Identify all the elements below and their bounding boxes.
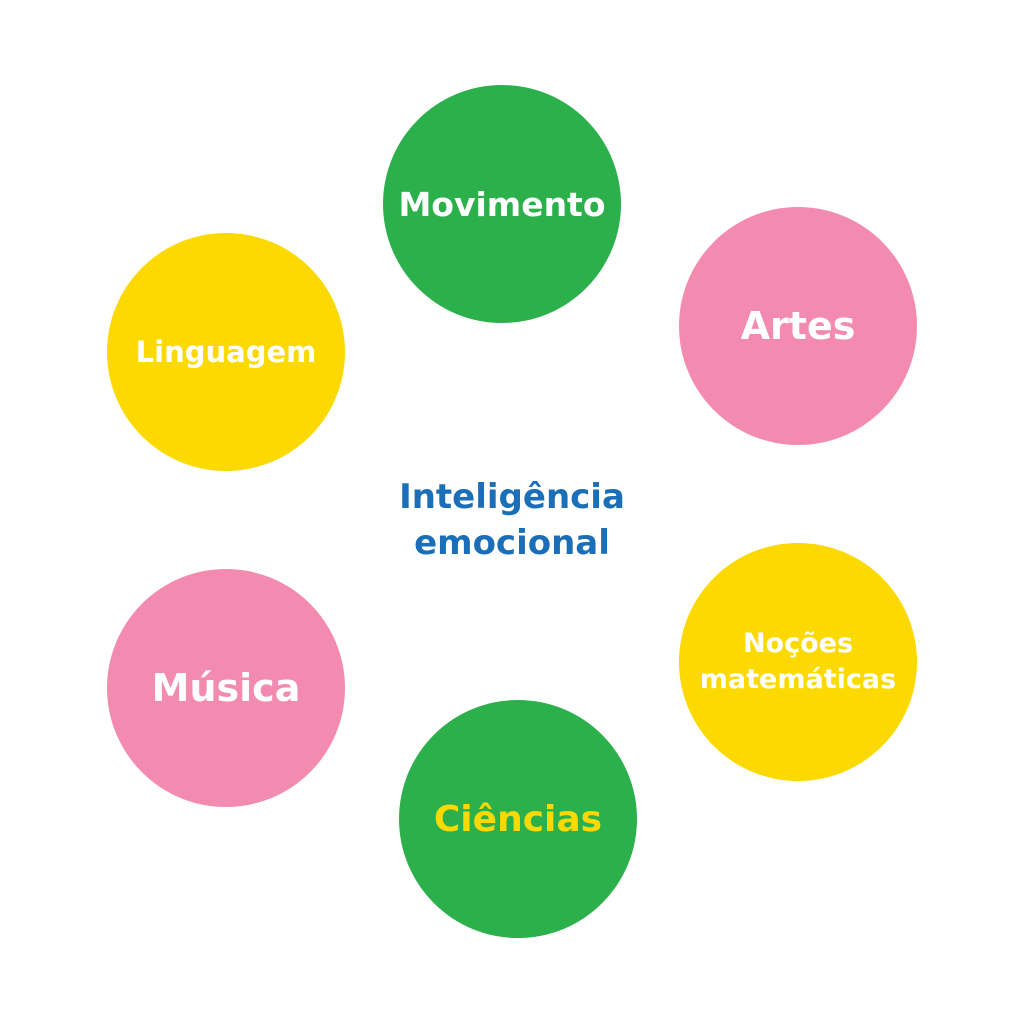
node-musica: Música [107,569,345,807]
center-line2: emocional [414,523,610,563]
node-artes: Artes [679,207,917,445]
center-title: Inteligência emocional [362,474,662,566]
node-label: Movimento [398,184,606,224]
node-label: Ciências [433,798,603,840]
center-line1: Inteligência [399,477,625,517]
node-nocoes-matematicas: Noções matemáticas [679,543,917,781]
node-movimento: Movimento [383,85,621,323]
node-label: Artes [740,304,856,348]
node-ciencias: Ciências [399,700,637,938]
node-linguagem: Linguagem [107,233,345,471]
node-label-line1: Noções [742,628,854,659]
node-label-line2: matemáticas [699,664,897,695]
node-label: Música [151,666,301,710]
node-label: Linguagem [135,335,317,369]
